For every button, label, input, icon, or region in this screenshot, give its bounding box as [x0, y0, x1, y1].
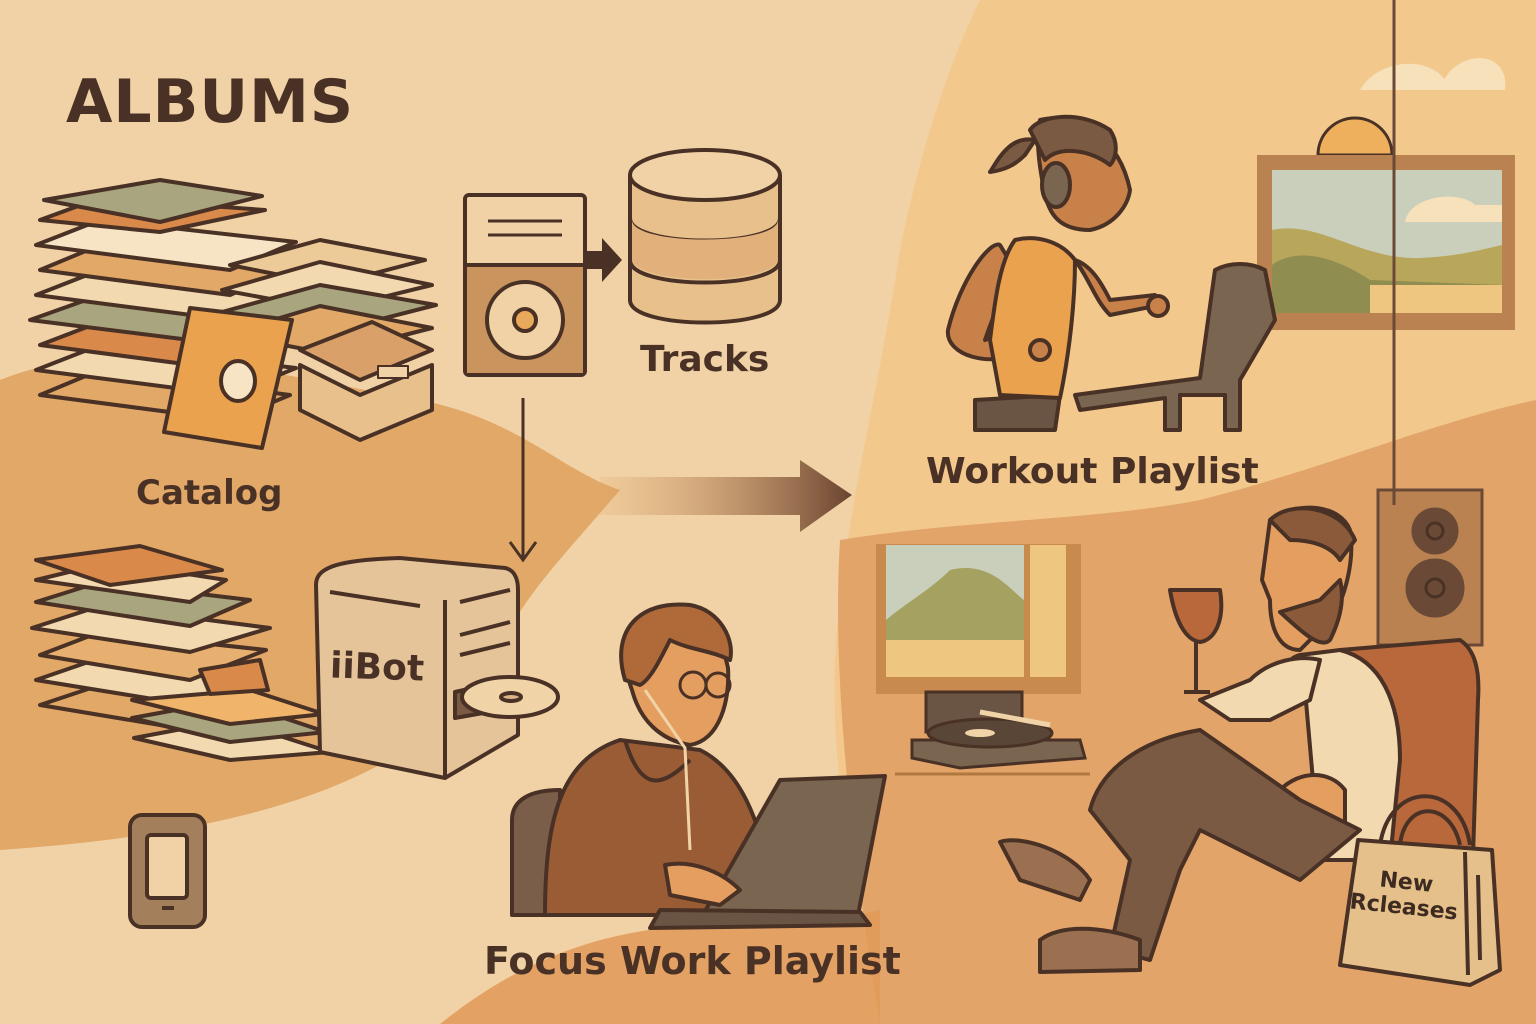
ibot-disc-server-icon: [314, 556, 560, 780]
tracks-label: Tracks: [640, 339, 770, 380]
lounge-man-illustration: [998, 505, 1481, 974]
arrow-player-to-tracks: [585, 238, 622, 282]
arrow-player-to-ibot: [508, 398, 538, 563]
smartphone-icon: [128, 813, 207, 929]
arrow-catalog-to-playlists: [600, 460, 852, 532]
focus-work-man-illustration: [510, 602, 887, 930]
lower-album-stacks: [30, 544, 332, 762]
focus-work-playlist-label: Focus Work Playlist: [484, 939, 901, 983]
new-releases-bag-icon: [1338, 794, 1502, 987]
speaker-icon: [1376, 0, 1484, 647]
landscape-painting: [1257, 116, 1515, 330]
workout-playlist-label: Workout Playlist: [926, 451, 1259, 492]
record-player: [895, 690, 1090, 776]
room-window: [876, 544, 1081, 694]
workout-runner-illustration: [945, 114, 1277, 432]
ibot-label: iiBot: [329, 645, 425, 690]
music-player-icon: [463, 193, 587, 377]
catalog-album-stacks: [28, 178, 438, 450]
tracks-database-icon: [628, 148, 782, 325]
page-title: ALBUMS: [66, 67, 355, 137]
catalog-label: Catalog: [136, 473, 283, 513]
